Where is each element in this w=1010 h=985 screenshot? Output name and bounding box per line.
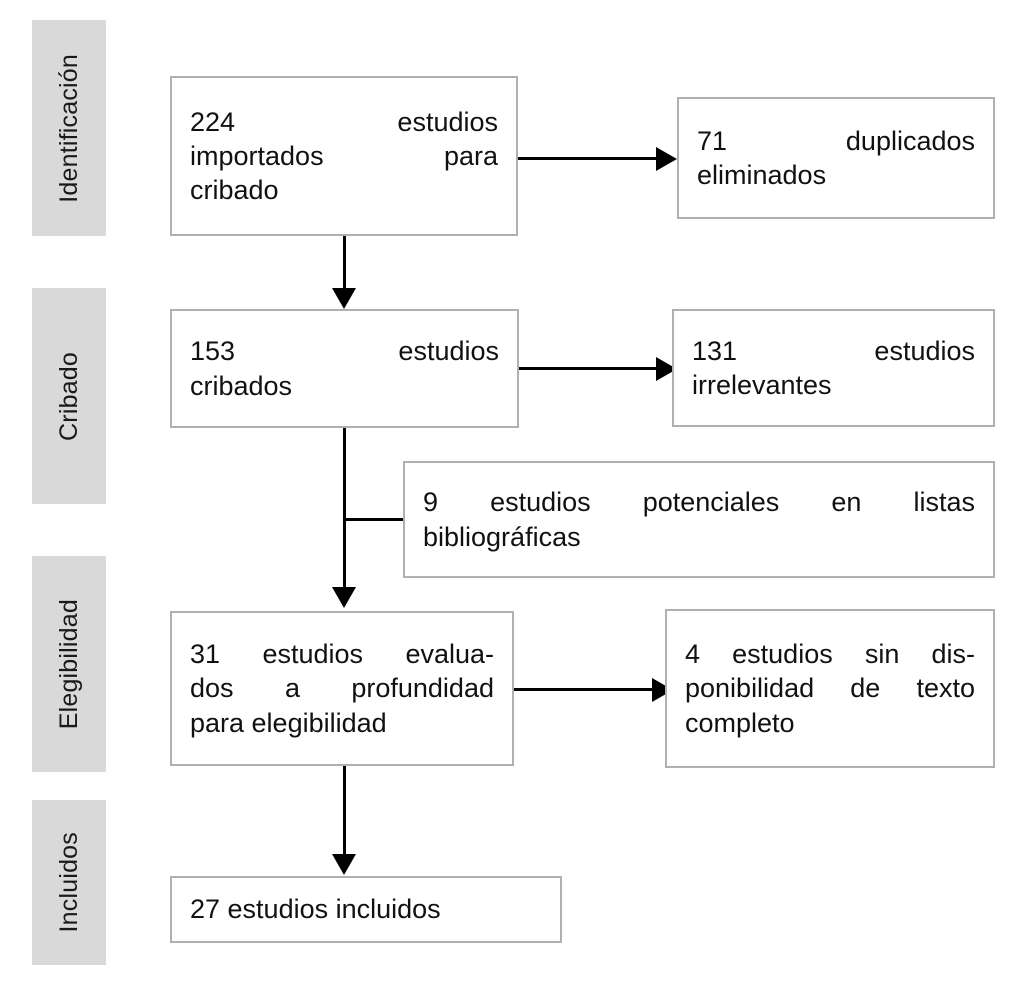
connector-assessed-to-included-line bbox=[343, 766, 346, 861]
justified-word: profundidad bbox=[351, 673, 494, 704]
box-imported-studies-text: 224 estudios importados para cribado bbox=[172, 105, 516, 208]
box-reference-list-studies[interactable]: 9 estudios potenciales en listas bibliog… bbox=[403, 461, 995, 578]
justified-word: a bbox=[284, 673, 300, 704]
justified-word: estudios bbox=[490, 487, 591, 518]
connector-imported-to-screened-line bbox=[343, 236, 346, 294]
connector-imported-to-screened-arrowhead bbox=[332, 288, 356, 309]
box-screened-studies-text: 153 estudios cribados bbox=[172, 334, 517, 403]
box-no-fulltext-studies-line-2: ponibilidad de texto bbox=[685, 671, 975, 705]
box-imported-studies[interactable]: 224 estudios importados para cribado bbox=[170, 76, 518, 236]
connector-assessed-to-no-fulltext-line bbox=[514, 688, 659, 691]
justified-word: en bbox=[831, 487, 862, 518]
justified-word: evalua- bbox=[405, 639, 494, 670]
box-imported-studies-line-1: 224 estudios bbox=[190, 105, 498, 139]
box-no-fulltext-studies-line-1: 4 estudios sin dis- bbox=[685, 637, 975, 671]
connector-screened-to-irrelevant-line bbox=[519, 367, 660, 370]
justified-word: texto bbox=[916, 673, 975, 704]
justified-word: duplicados bbox=[845, 125, 975, 156]
box-imported-studies-line-3: cribado bbox=[190, 175, 279, 206]
box-reference-list-studies-line-1: 9 estudios potenciales en listas bbox=[423, 485, 975, 519]
justified-word: 224 bbox=[190, 106, 236, 137]
justified-word: sin bbox=[864, 639, 900, 670]
box-imported-studies-line-2: importados para bbox=[190, 139, 498, 173]
box-irrelevant-studies[interactable]: 131 estudios irrelevantes bbox=[672, 309, 995, 427]
justified-word: para bbox=[443, 140, 498, 171]
box-duplicates-removed[interactable]: 71 duplicados eliminados bbox=[677, 97, 995, 219]
box-assessed-studies-line-3: para elegibilidad bbox=[190, 707, 387, 738]
box-screened-studies-line-1: 153 estudios bbox=[190, 334, 499, 368]
justified-word: 4 bbox=[685, 639, 701, 670]
justified-word: importados bbox=[190, 140, 324, 171]
box-reference-list-studies-text: 9 estudios potenciales en listas bibliog… bbox=[405, 485, 993, 554]
box-assessed-studies-line-1: 31 estudios evalua- bbox=[190, 637, 494, 671]
box-irrelevant-studies-line-2: irrelevantes bbox=[692, 370, 832, 400]
connector-screened-to-irrelevant-arrowhead bbox=[656, 357, 677, 381]
box-irrelevant-studies-text: 131 estudios irrelevantes bbox=[674, 334, 993, 403]
box-assessed-studies[interactable]: 31 estudios evalua- dos a profundidad pa… bbox=[170, 611, 514, 766]
box-no-fulltext-studies-text: 4 estudios sin dis- ponibilidad de texto… bbox=[667, 637, 993, 740]
justified-word: 153 bbox=[190, 336, 236, 367]
box-screened-studies-line-2: cribados bbox=[190, 370, 293, 401]
stage-label-elegibilidad: Elegibilidad bbox=[54, 598, 83, 730]
stage-label-identificacion: Identificación bbox=[54, 53, 83, 203]
box-screened-studies[interactable]: 153 estudios cribados bbox=[170, 309, 519, 428]
box-no-fulltext-studies-line-3: completo bbox=[685, 707, 795, 738]
connector-imported-to-duplicates-arrowhead bbox=[656, 147, 677, 171]
justified-word: dis- bbox=[931, 639, 975, 670]
connector-imported-to-duplicates-line bbox=[518, 157, 660, 160]
stage-bar-cribado: Cribado bbox=[32, 288, 106, 504]
box-reference-list-studies-line-2: bibliográficas bbox=[423, 521, 581, 552]
box-irrelevant-studies-line-1: 131 estudios bbox=[692, 334, 975, 368]
justified-word: 31 bbox=[190, 639, 221, 670]
justified-word: estudios bbox=[262, 639, 364, 670]
justified-word: estudios bbox=[398, 336, 499, 367]
justified-word: dos bbox=[190, 673, 234, 704]
box-duplicates-removed-text: 71 duplicados eliminados bbox=[679, 124, 993, 193]
justified-word: estudios bbox=[732, 639, 833, 670]
box-assessed-studies-line-2: dos a profundidad bbox=[190, 671, 494, 705]
stage-label-incluidos: Incluidos bbox=[54, 832, 83, 933]
justified-word: estudios bbox=[874, 335, 975, 366]
stage-bar-identificacion: Identificación bbox=[32, 20, 106, 236]
connector-reference-lists-join-line bbox=[343, 518, 403, 521]
box-included-studies[interactable]: 27 estudios incluidos bbox=[170, 876, 562, 943]
justified-word: 9 bbox=[423, 487, 439, 518]
justified-word: ponibilidad bbox=[685, 673, 815, 704]
justified-word: estudios bbox=[397, 106, 498, 137]
justified-word: 71 bbox=[697, 125, 728, 156]
box-duplicates-removed-line-2: eliminados bbox=[697, 160, 827, 190]
box-assessed-studies-text: 31 estudios evalua- dos a profundidad pa… bbox=[172, 637, 512, 740]
box-no-fulltext-studies[interactable]: 4 estudios sin dis- ponibilidad de texto… bbox=[665, 609, 995, 768]
box-duplicates-removed-line-1: 71 duplicados bbox=[697, 124, 975, 158]
justified-word: potenciales bbox=[642, 487, 780, 518]
justified-word: listas bbox=[913, 487, 975, 518]
connector-screened-to-assessed-arrowhead bbox=[332, 587, 356, 608]
justified-word: 131 bbox=[692, 335, 738, 366]
justified-word: de bbox=[850, 673, 881, 704]
stage-label-cribado: Cribado bbox=[54, 351, 83, 441]
connector-assessed-to-included-arrowhead bbox=[332, 854, 356, 875]
stage-bar-incluidos: Incluidos bbox=[32, 800, 106, 965]
connector-screened-to-assessed-line bbox=[343, 428, 346, 593]
stage-bar-elegibilidad: Elegibilidad bbox=[32, 556, 106, 772]
box-included-studies-line-1: 27 estudios incluidos bbox=[190, 894, 441, 925]
box-included-studies-text: 27 estudios incluidos bbox=[172, 892, 560, 926]
